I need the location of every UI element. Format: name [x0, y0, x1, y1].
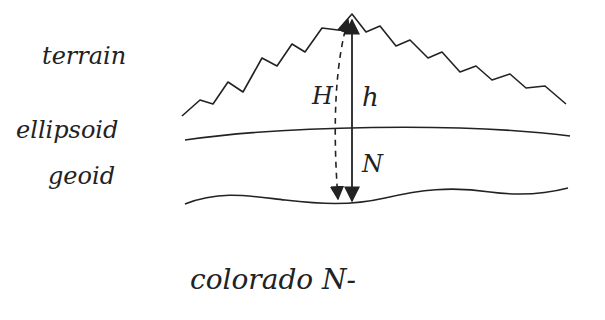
height-symbol: N	[362, 152, 383, 176]
height-symbol: h	[362, 84, 379, 110]
note-text: colorado N-	[190, 266, 356, 294]
height-symbol: H	[312, 84, 333, 108]
h-n-arrow	[351, 20, 353, 201]
terrain-line	[182, 14, 566, 116]
H-dashed-arrow	[335, 20, 348, 199]
layer-label: ellipsoid	[16, 118, 118, 142]
ellipsoid-line	[185, 127, 570, 140]
layer-label: geoid	[48, 164, 115, 188]
geoid-line	[185, 188, 568, 204]
layer-label: terrain	[42, 44, 126, 68]
